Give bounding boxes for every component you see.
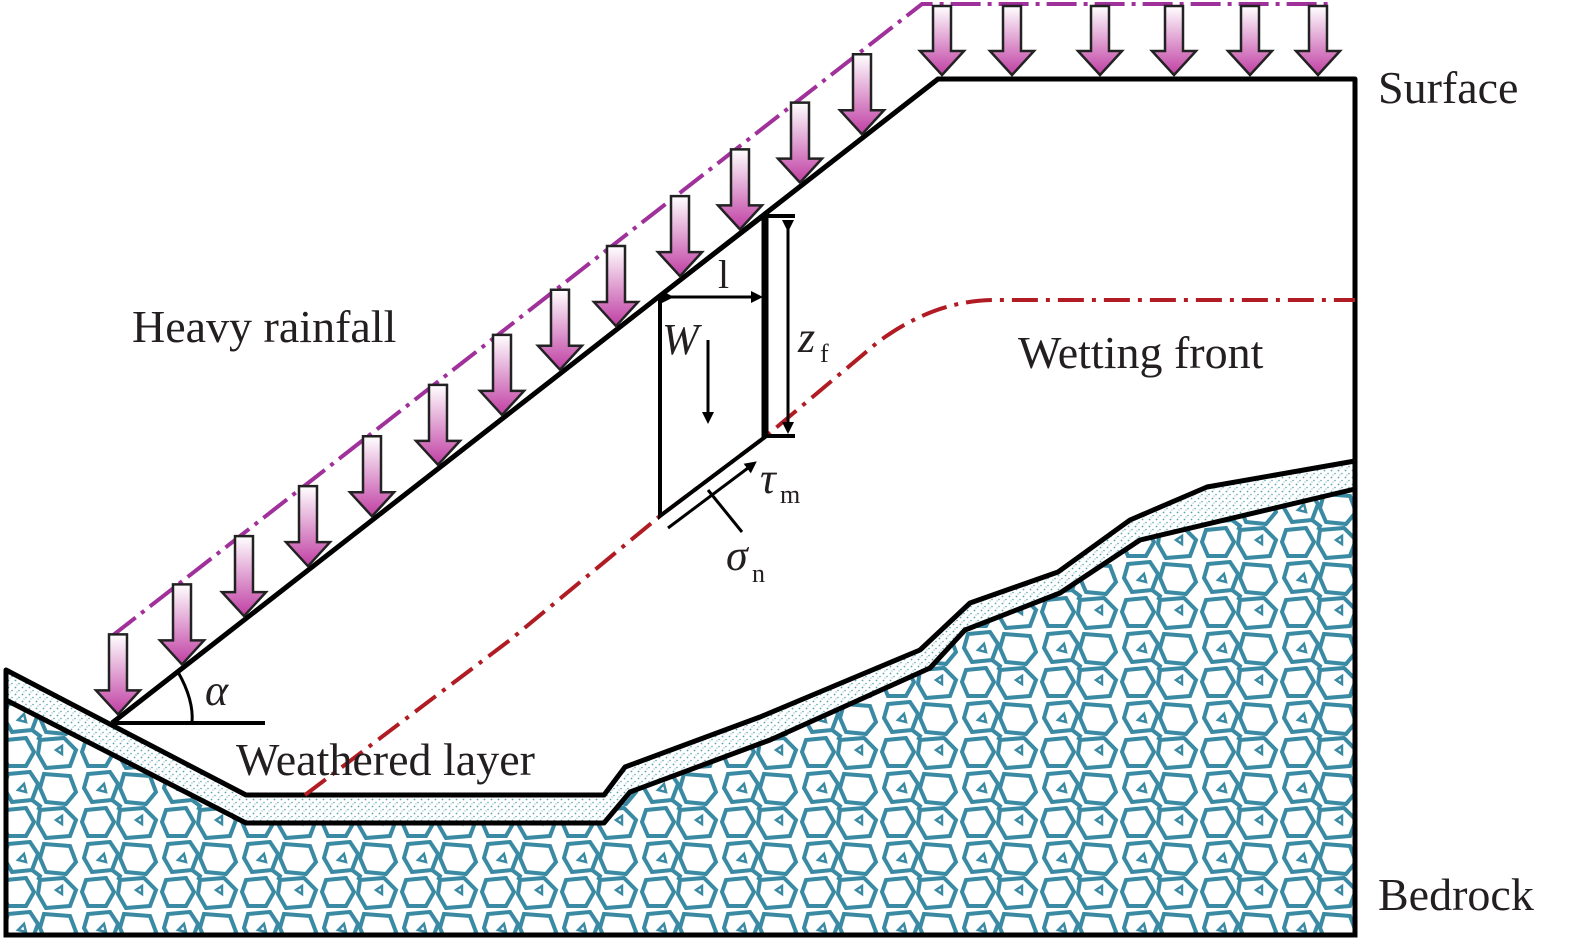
bedrock-boundary: [3, 489, 1358, 938]
shear-arrow: [667, 461, 757, 530]
rain-arrow: [987, 4, 1037, 77]
heavy-rainfall-label: Heavy rainfall: [132, 301, 396, 352]
rain-arrow: [591, 244, 641, 328]
rain-arrow: [157, 583, 207, 667]
rain-arrow: [1149, 4, 1199, 77]
rain-arrow: [655, 194, 705, 279]
rain-arrow: [283, 484, 333, 569]
weight-symbol: W: [662, 315, 702, 364]
depth-symbol: z: [797, 313, 815, 362]
weathered-layer-label: Weathered layer: [236, 734, 535, 785]
slope-surface-line: [110, 76, 1358, 725]
slope-angle-symbol: α: [205, 666, 229, 715]
rain-arrow: [347, 435, 397, 519]
shear-subscript: m: [780, 480, 800, 509]
rain-arrow: [715, 148, 765, 232]
rain-arrow: [1075, 4, 1125, 77]
length-symbol: l: [718, 252, 729, 297]
normal-stress-line: [706, 489, 744, 533]
rain-arrow: [1225, 4, 1275, 77]
rainfall-envelope: [110, 2, 1330, 638]
rain-arrow: [837, 53, 887, 137]
rain-arrow: [917, 4, 967, 77]
rain-arrow: [775, 101, 825, 185]
rainfall-arrows: [93, 4, 1343, 717]
normal-stress-subscript: n: [752, 559, 765, 588]
surface-label: Surface: [1378, 62, 1518, 113]
rain-arrow: [477, 333, 527, 417]
shear-symbol: τ: [760, 454, 778, 503]
bedrock-label: Bedrock: [1378, 869, 1534, 920]
angle-arc: [176, 671, 194, 724]
normal-stress-symbol: σ: [726, 531, 750, 580]
wetting-front-label: Wetting front: [1018, 327, 1264, 378]
rain-arrow: [219, 534, 269, 618]
rain-arrow: [1293, 4, 1343, 77]
rain-arrow: [413, 383, 463, 467]
rain-arrow: [535, 288, 585, 372]
depth-subscript: f: [820, 339, 829, 368]
rain-arrow: [93, 633, 143, 717]
weathered-layer-band: [3, 458, 1358, 826]
